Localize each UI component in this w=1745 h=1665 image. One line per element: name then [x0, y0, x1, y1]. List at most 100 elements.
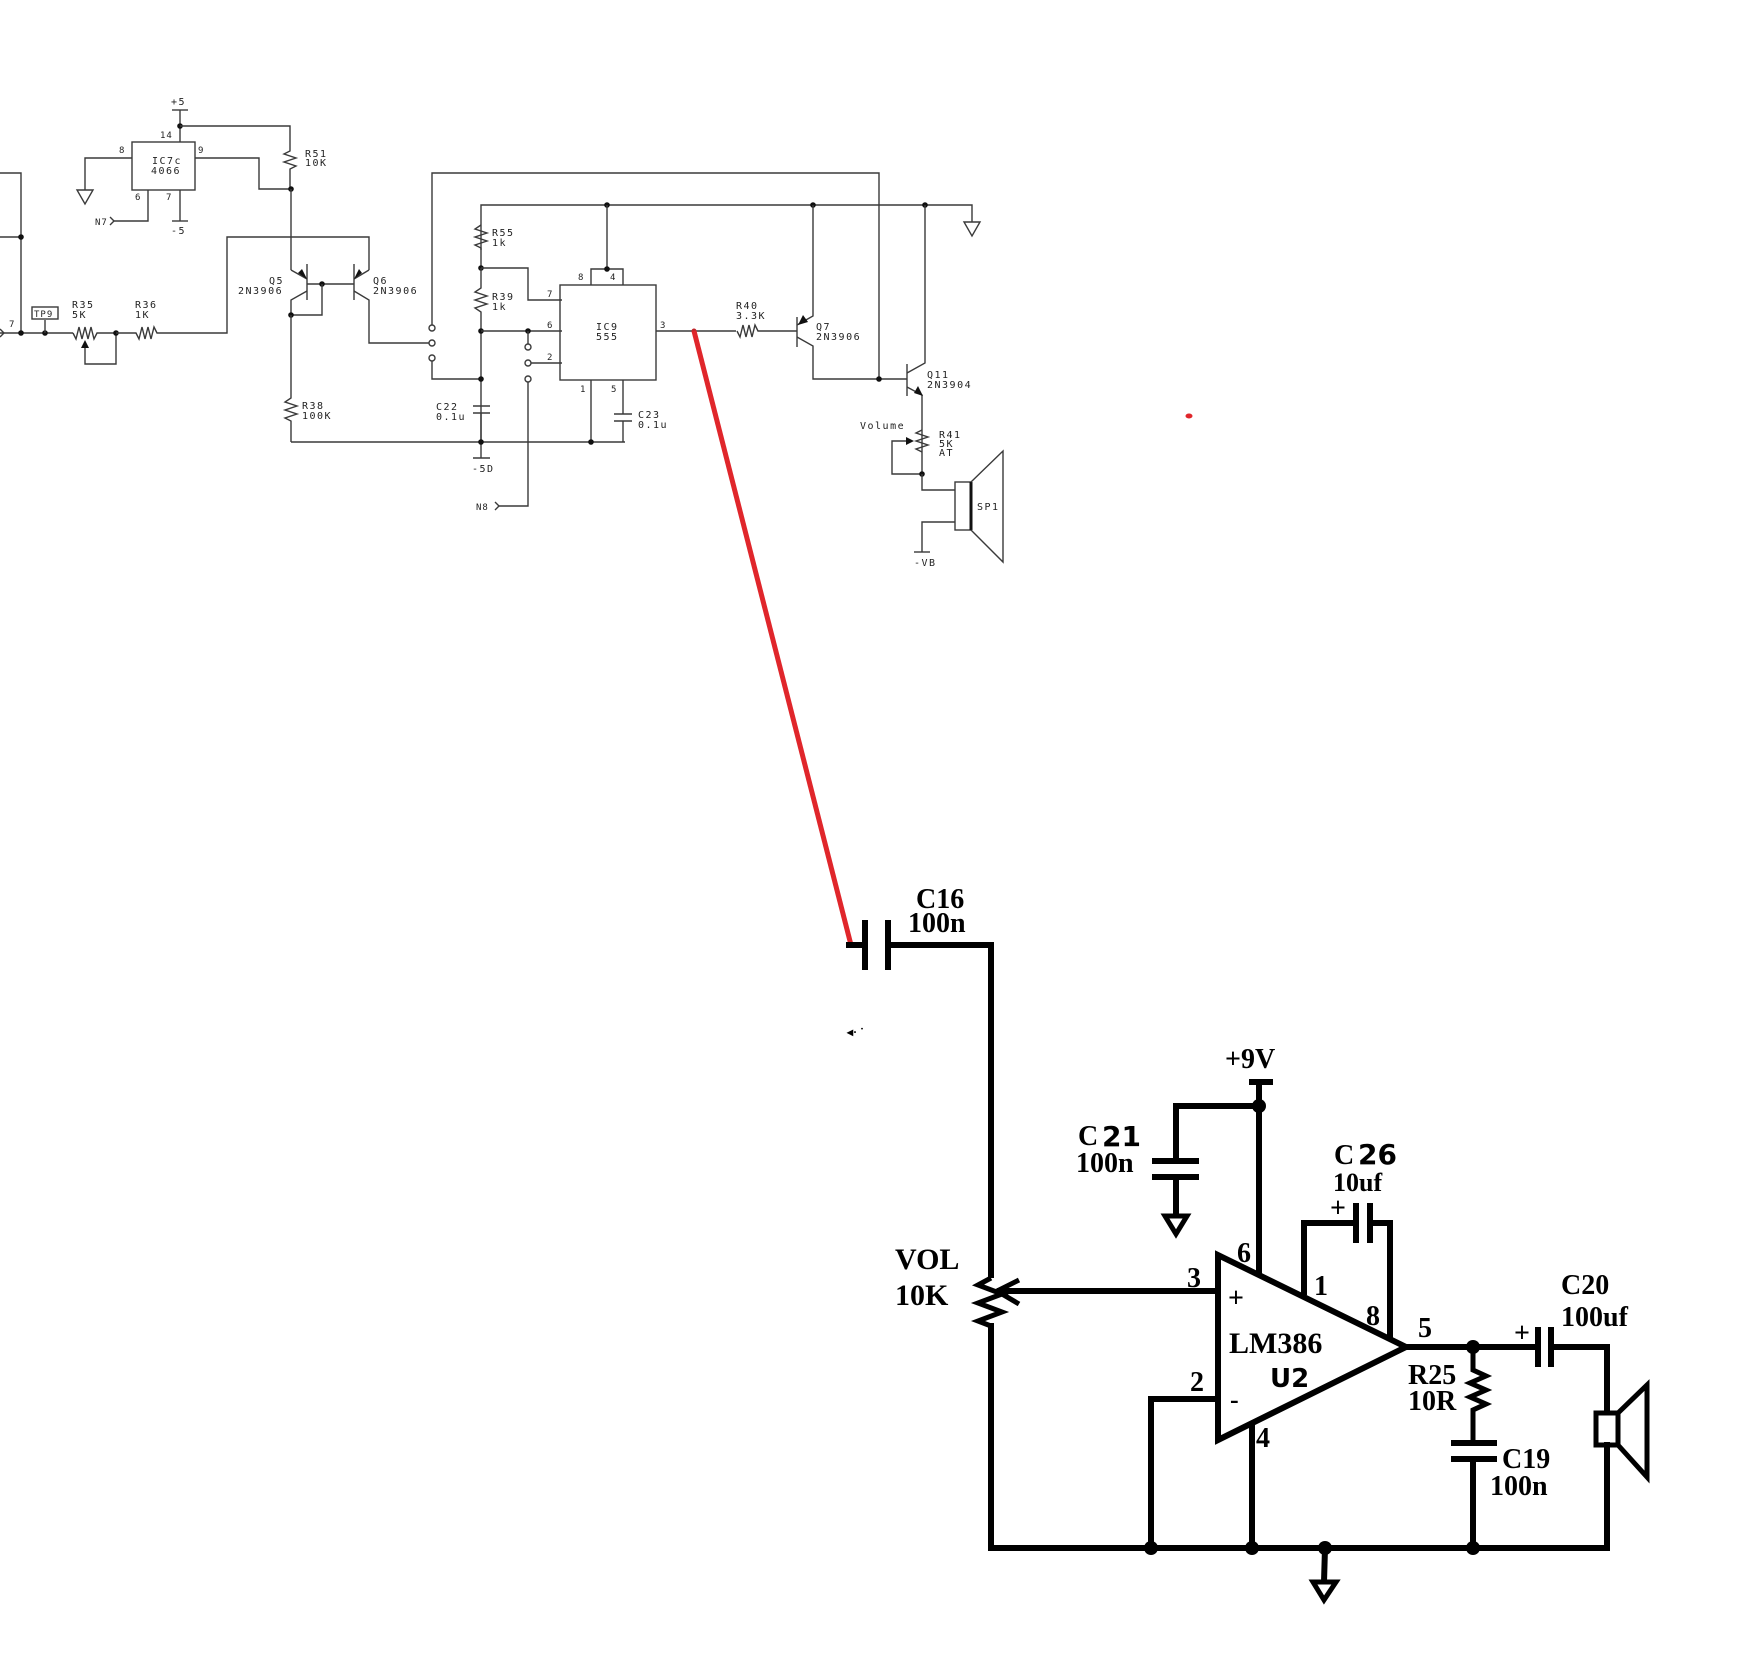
supply-minus-vb-label: -VB — [914, 558, 937, 569]
tp9-label: TP9 — [34, 310, 53, 320]
wire — [921, 474, 955, 491]
q7-collector — [796, 336, 907, 380]
speaker-body — [1593, 1410, 1621, 1448]
r39-value: 1k — [492, 302, 507, 313]
q5-emitter — [290, 269, 308, 280]
supply-plus5-label: +5 — [171, 97, 186, 108]
r38-value: 100K — [302, 411, 332, 422]
vol-ref: VOL — [895, 1243, 959, 1276]
resistor-r39 — [472, 268, 490, 440]
ic9-pin6: 6 — [547, 321, 553, 331]
resistor-r51 — [281, 145, 299, 189]
q5-part: 2N3906 — [238, 286, 283, 297]
r51-value: 10K — [305, 158, 328, 169]
r41-taper: AT — [939, 448, 954, 459]
c16-value: 100n — [908, 908, 966, 939]
net-n7-label: N7 — [95, 218, 108, 228]
r36-ref: R36 — [135, 300, 158, 311]
u2-part: LM386 — [1229, 1327, 1322, 1360]
c23-value: 0.1u — [638, 420, 668, 431]
wire — [888, 942, 994, 1278]
r25-value: 10R — [1408, 1386, 1457, 1417]
junction-dot — [876, 376, 882, 382]
wire — [1173, 1103, 1259, 1161]
u2-ref: U2 — [1270, 1364, 1309, 1394]
junction-dot — [588, 439, 594, 445]
c22-value: 0.1u — [436, 412, 466, 423]
junction-dot — [1245, 1541, 1259, 1555]
speaker-icon — [1616, 1379, 1650, 1484]
switch-contact — [524, 343, 532, 351]
q5-collector — [290, 290, 308, 315]
ic7c-pin7: 7 — [166, 193, 172, 203]
u2-pin1: 1 — [1314, 1271, 1328, 1302]
q7-ref: Q7 — [816, 322, 831, 333]
wire — [1551, 1344, 1610, 1413]
wire — [195, 157, 291, 190]
net-arrow-icon — [494, 501, 500, 511]
ic9-pin7: 7 — [547, 290, 553, 300]
wire — [1320, 1544, 1329, 1586]
wire — [114, 190, 149, 222]
scan-artifact: ◂· ˙ — [846, 1025, 864, 1039]
r35-value: 5K — [72, 310, 87, 321]
u2-pin4: 4 — [1256, 1423, 1270, 1454]
ground-icon — [75, 189, 95, 206]
r40-ref: R40 — [736, 301, 759, 312]
speaker-icon — [970, 449, 1004, 564]
annotation-red-dot — [1185, 413, 1193, 419]
resistor-r55 — [472, 224, 490, 268]
resistor-r38 — [282, 315, 300, 442]
junction-dot — [18, 234, 24, 240]
u2-pin2: 2 — [1190, 1367, 1204, 1398]
ground-icon — [1160, 1213, 1192, 1239]
net-n8-label: N8 — [476, 503, 489, 513]
r55-ref: R55 — [492, 228, 515, 239]
resistor-r40 — [736, 322, 797, 340]
wire — [921, 521, 955, 552]
r55-value: 1k — [492, 238, 507, 249]
q6-ref: Q6 — [373, 276, 388, 287]
q11-emitter-arrow-icon — [914, 386, 923, 396]
wiper-arrow-icon — [81, 340, 89, 348]
wire — [0, 172, 22, 333]
c21-ref-num: 21 — [1102, 1120, 1141, 1153]
r41-value: 5K — [939, 439, 954, 450]
net-arrow-icon — [109, 216, 115, 226]
u2-minus: - — [1230, 1385, 1239, 1414]
q6-collector — [353, 290, 429, 344]
ic7c-part: 4066 — [151, 166, 181, 177]
q7-emitter-arrow-icon — [798, 315, 808, 325]
q11-emitter — [906, 386, 923, 472]
sp1-label: SP1 — [977, 502, 1000, 513]
ic9-part: 555 — [596, 332, 619, 343]
junction-dot — [1144, 1541, 1158, 1555]
wire-top-rail — [480, 204, 973, 250]
c20-ref: C20 — [1561, 1270, 1609, 1301]
ic9-pin8: 8 — [578, 273, 584, 283]
q6-part: 2N3906 — [373, 286, 418, 297]
supply-minus5d-label: -5D — [472, 464, 495, 475]
r39-ref: R39 — [492, 292, 515, 303]
wire — [84, 333, 117, 365]
c20-polarity: + — [1514, 1318, 1530, 1349]
supply-minus5-label: -5 — [171, 226, 186, 237]
q5-emitter-arrow-icon — [298, 269, 307, 279]
bottom-circuit: C16 100n ◂· ˙ VOL 10K +9V C 21 100n C 26… — [846, 884, 1650, 1605]
ic9-pin3: 3 — [660, 321, 666, 331]
wire — [291, 284, 323, 316]
wire — [481, 267, 562, 301]
c21-ref-prefix: C — [1078, 1121, 1098, 1152]
ic7c-body — [131, 141, 196, 191]
r35-ref: R35 — [72, 300, 95, 311]
q11-collector — [906, 205, 926, 374]
wire — [84, 157, 132, 190]
top-circuit: +5 IC7c 4066 14 8 9 6 7 N7 -5 R51 10K — [0, 97, 1004, 569]
supply-plus9v-label: +9V — [1225, 1044, 1275, 1075]
pin7-label: 7 — [9, 320, 15, 330]
junction-dot — [478, 376, 484, 382]
ic9-ref: IC9 — [596, 322, 619, 333]
r41-ref: R41 — [939, 430, 962, 441]
c26-value: 10uf — [1333, 1168, 1382, 1197]
ground-icon — [962, 221, 982, 238]
